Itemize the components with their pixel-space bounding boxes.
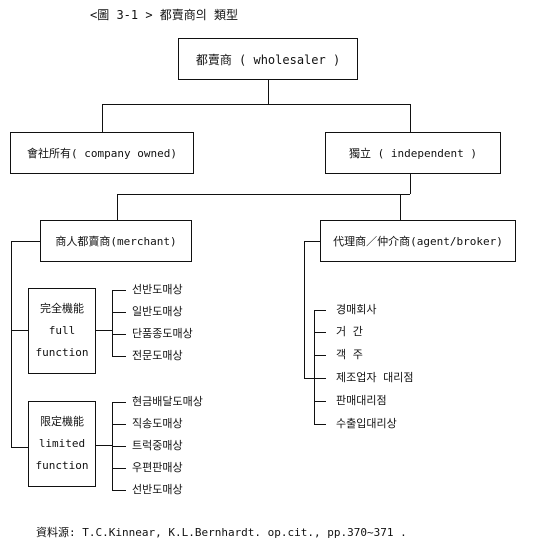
root-box: 都賣商 ( wholesaler ) — [178, 38, 358, 80]
limited-function-item: 선반도매상 — [132, 483, 183, 496]
connector-root-down — [268, 80, 269, 104]
full-function-box: 完全機能 full function — [28, 288, 96, 374]
limited-tick-3 — [112, 446, 126, 447]
agent-tick-5 — [314, 401, 326, 402]
agent-item: 판매대리점 — [336, 394, 387, 407]
limited-tick-1 — [112, 402, 126, 403]
connector-limited-out — [96, 445, 112, 446]
full-function-bracket — [112, 290, 113, 356]
merchant-box: 商人都賣商(merchant) — [40, 220, 192, 262]
connector-agent-stub — [400, 194, 410, 195]
figure-caption: <圖 3-1 > 都賣商의 類型 — [90, 8, 239, 22]
limited-tick-4 — [112, 468, 126, 469]
full-function-item: 단품종도매상 — [132, 327, 193, 340]
agent-spine — [304, 241, 305, 378]
agent-tick-6 — [314, 424, 326, 425]
limited-tick-5 — [112, 490, 126, 491]
agent-broker-box: 代理商／仲介商(agent/broker) — [320, 220, 516, 262]
connector-root-right — [410, 104, 411, 132]
connector-root-left — [102, 104, 103, 132]
limited-function-label-3: function — [35, 459, 89, 472]
full-tick-4 — [112, 356, 126, 357]
limited-function-label-2: limited — [38, 437, 86, 450]
limited-tick-2 — [112, 424, 126, 425]
full-tick-1 — [112, 290, 126, 291]
agent-tick-1 — [314, 310, 326, 311]
connector-merchant-drop — [117, 194, 118, 220]
source-note: 資料源: T.C.Kinnear, K.L.Bernhardt. op.cit.… — [36, 526, 407, 539]
connector-merchant-left — [11, 241, 40, 242]
full-tick-3 — [112, 334, 126, 335]
limited-function-box: 限定機能 limited function — [28, 401, 96, 487]
agent-tick-3 — [314, 355, 326, 356]
agent-item: 객 주 — [336, 348, 363, 361]
connector-root-horizontal — [102, 104, 410, 105]
full-function-item: 일반도매상 — [132, 305, 183, 318]
limited-function-item: 트럭중매상 — [132, 439, 183, 452]
independent-box: 獨立 ( independent ) — [325, 132, 501, 174]
full-tick-2 — [112, 312, 126, 313]
connector-independent-horizontal — [117, 194, 410, 195]
full-function-label-1: 完全機能 — [40, 302, 84, 315]
agent-item: 수출입대리상 — [336, 417, 397, 430]
full-function-label-3: function — [35, 346, 89, 359]
full-function-item: 전문도매상 — [132, 349, 183, 362]
merchant-spine — [11, 241, 12, 447]
connector-independent-down — [410, 174, 411, 194]
agent-tick-2 — [314, 332, 326, 333]
agent-spine-foot — [304, 378, 314, 379]
agent-bracket — [314, 310, 315, 424]
connector-limited-function — [11, 447, 28, 448]
agent-tick-4 — [314, 378, 326, 379]
limited-function-item: 현금배달도매상 — [132, 395, 203, 408]
agent-item: 경매회사 — [336, 303, 377, 316]
limited-function-item: 우편판매상 — [132, 461, 183, 474]
agent-item: 제조업자 대리점 — [336, 371, 414, 384]
connector-agent-drop — [400, 194, 401, 220]
connector-full-out — [96, 330, 112, 331]
connector-full-function — [11, 330, 28, 331]
limited-function-item: 직송도매상 — [132, 417, 183, 430]
agent-item: 거 간 — [336, 325, 363, 338]
full-function-label-2: full — [48, 324, 76, 337]
connector-agent-left — [304, 241, 320, 242]
company-owned-box: 會社所有( company owned) — [10, 132, 194, 174]
limited-function-label-1: 限定機能 — [40, 415, 84, 428]
full-function-item: 선반도매상 — [132, 283, 183, 296]
